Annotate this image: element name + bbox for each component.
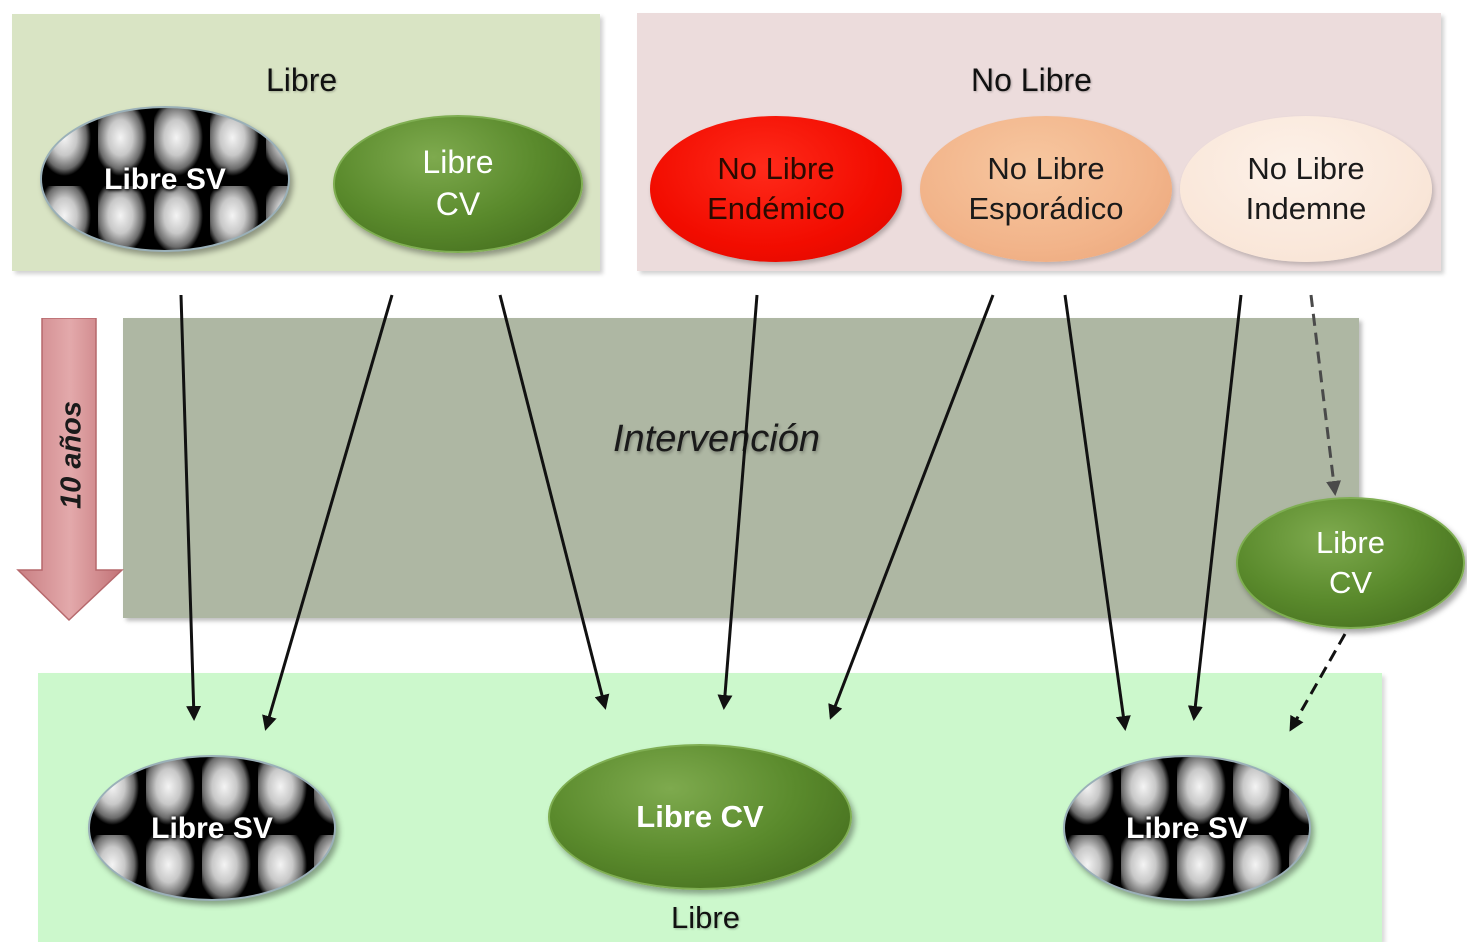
libre-sv-bottom-left-label: Libre SV [151, 811, 273, 845]
libre-cv-top-node: Libre CV [333, 115, 583, 253]
no-libre-endemico-label: No Libre Endémico [707, 150, 845, 226]
no-libre-panel-title: No Libre [971, 62, 1092, 98]
no-libre-indemne-label: No Libre Indemne [1245, 150, 1367, 226]
libre-sv-top-node: Libre SV [40, 106, 290, 252]
no-libre-indemne-node: No Libre Indemne [1180, 116, 1432, 262]
libre-cv-bottom-node: Libre CV [548, 744, 852, 890]
time-label: 10 años [55, 401, 88, 509]
libre-cv-top-label: Libre CV [422, 144, 494, 222]
libre-sv-top-label: Libre SV [104, 162, 226, 196]
libre-sv-bottom-left-node: Libre SV [88, 755, 336, 901]
libre-cv-bottom-label: Libre CV [636, 798, 764, 834]
result-panel-title: Libre [671, 900, 740, 935]
intervention-panel [123, 318, 1359, 618]
libre-sv-bottom-right-node: Libre SV [1063, 755, 1311, 901]
libre-cv-middle-node: Libre CV [1236, 497, 1465, 629]
libre-panel-title: Libre [266, 62, 338, 98]
no-libre-esporadico-label: No Libre Esporádico [968, 150, 1124, 226]
no-libre-endemico-node: No Libre Endémico [650, 116, 902, 262]
time-down-arrow [16, 318, 124, 622]
libre-sv-bottom-right-label: Libre SV [1126, 811, 1248, 845]
libre-cv-middle-label: Libre CV [1316, 524, 1385, 600]
intervention-label: Intervención [613, 418, 821, 460]
no-libre-esporadico-node: No Libre Esporádico [920, 116, 1172, 262]
